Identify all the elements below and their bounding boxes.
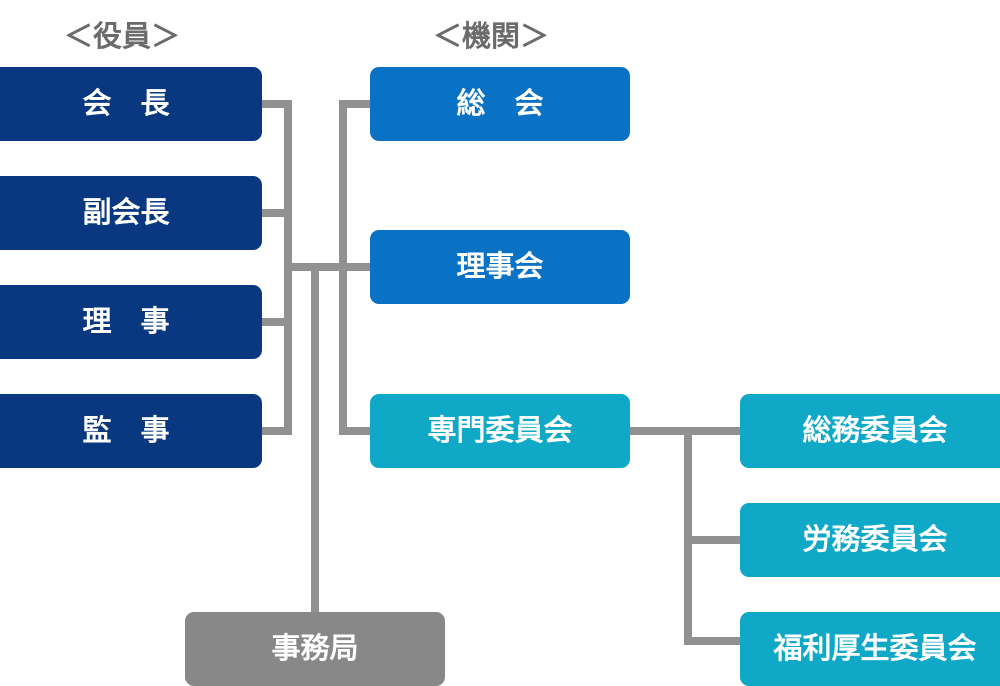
connector-officer-vice-stub xyxy=(262,209,292,217)
node-general-meeting[interactable]: 総 会 xyxy=(370,67,630,141)
node-labor-committee-label: 労務委員会 xyxy=(802,521,948,556)
connector-organ-general-meeting-stub xyxy=(345,100,373,108)
connector-organ-board-stub xyxy=(345,263,373,271)
node-chairman-label: 会 長 xyxy=(82,85,170,120)
node-director-label: 理 事 xyxy=(82,303,170,338)
node-special-committee[interactable]: 専門委員会 xyxy=(370,394,630,468)
connector-officer-chairman-stub xyxy=(262,100,292,108)
connector-committee-welfare-stub xyxy=(684,637,742,645)
node-vice-chairman[interactable]: 副会長 xyxy=(0,176,262,250)
connector-committee-general-affairs-stub xyxy=(684,427,742,435)
node-general-meeting-label: 総 会 xyxy=(456,85,544,120)
node-auditor[interactable]: 監 事 xyxy=(0,394,262,468)
node-special-committee-label: 専門委員会 xyxy=(427,412,573,447)
node-general-affairs-committee[interactable]: 総務委員会 xyxy=(740,394,1000,468)
connector-secretariat-drop xyxy=(311,263,319,613)
connector-organ-committee-stub xyxy=(345,427,373,435)
node-chairman[interactable]: 会 長 xyxy=(0,67,262,141)
column-header-officers: ＜役員＞ xyxy=(64,19,181,53)
node-labor-committee[interactable]: 労務委員会 xyxy=(740,503,1000,577)
connector-committee-trunk xyxy=(630,427,692,435)
column-header-organs: ＜機関＞ xyxy=(433,19,550,53)
node-auditor-label: 監 事 xyxy=(82,412,170,447)
node-board-of-directors-label: 理事会 xyxy=(456,248,544,283)
node-vice-chairman-label: 副会長 xyxy=(82,194,170,229)
node-welfare-committee-label: 福利厚生委員会 xyxy=(773,630,977,665)
node-secretariat-label: 事務局 xyxy=(271,630,359,665)
node-welfare-committee[interactable]: 福利厚生委員会 xyxy=(740,612,1000,686)
connector-officer-director-stub xyxy=(262,318,292,326)
node-board-of-directors[interactable]: 理事会 xyxy=(370,230,630,304)
node-general-affairs-committee-label: 総務委員会 xyxy=(802,412,948,447)
node-secretariat[interactable]: 事務局 xyxy=(185,612,445,686)
node-director[interactable]: 理 事 xyxy=(0,285,262,359)
connector-officer-auditor-stub xyxy=(262,427,292,435)
connector-committee-labor-stub xyxy=(684,536,742,544)
